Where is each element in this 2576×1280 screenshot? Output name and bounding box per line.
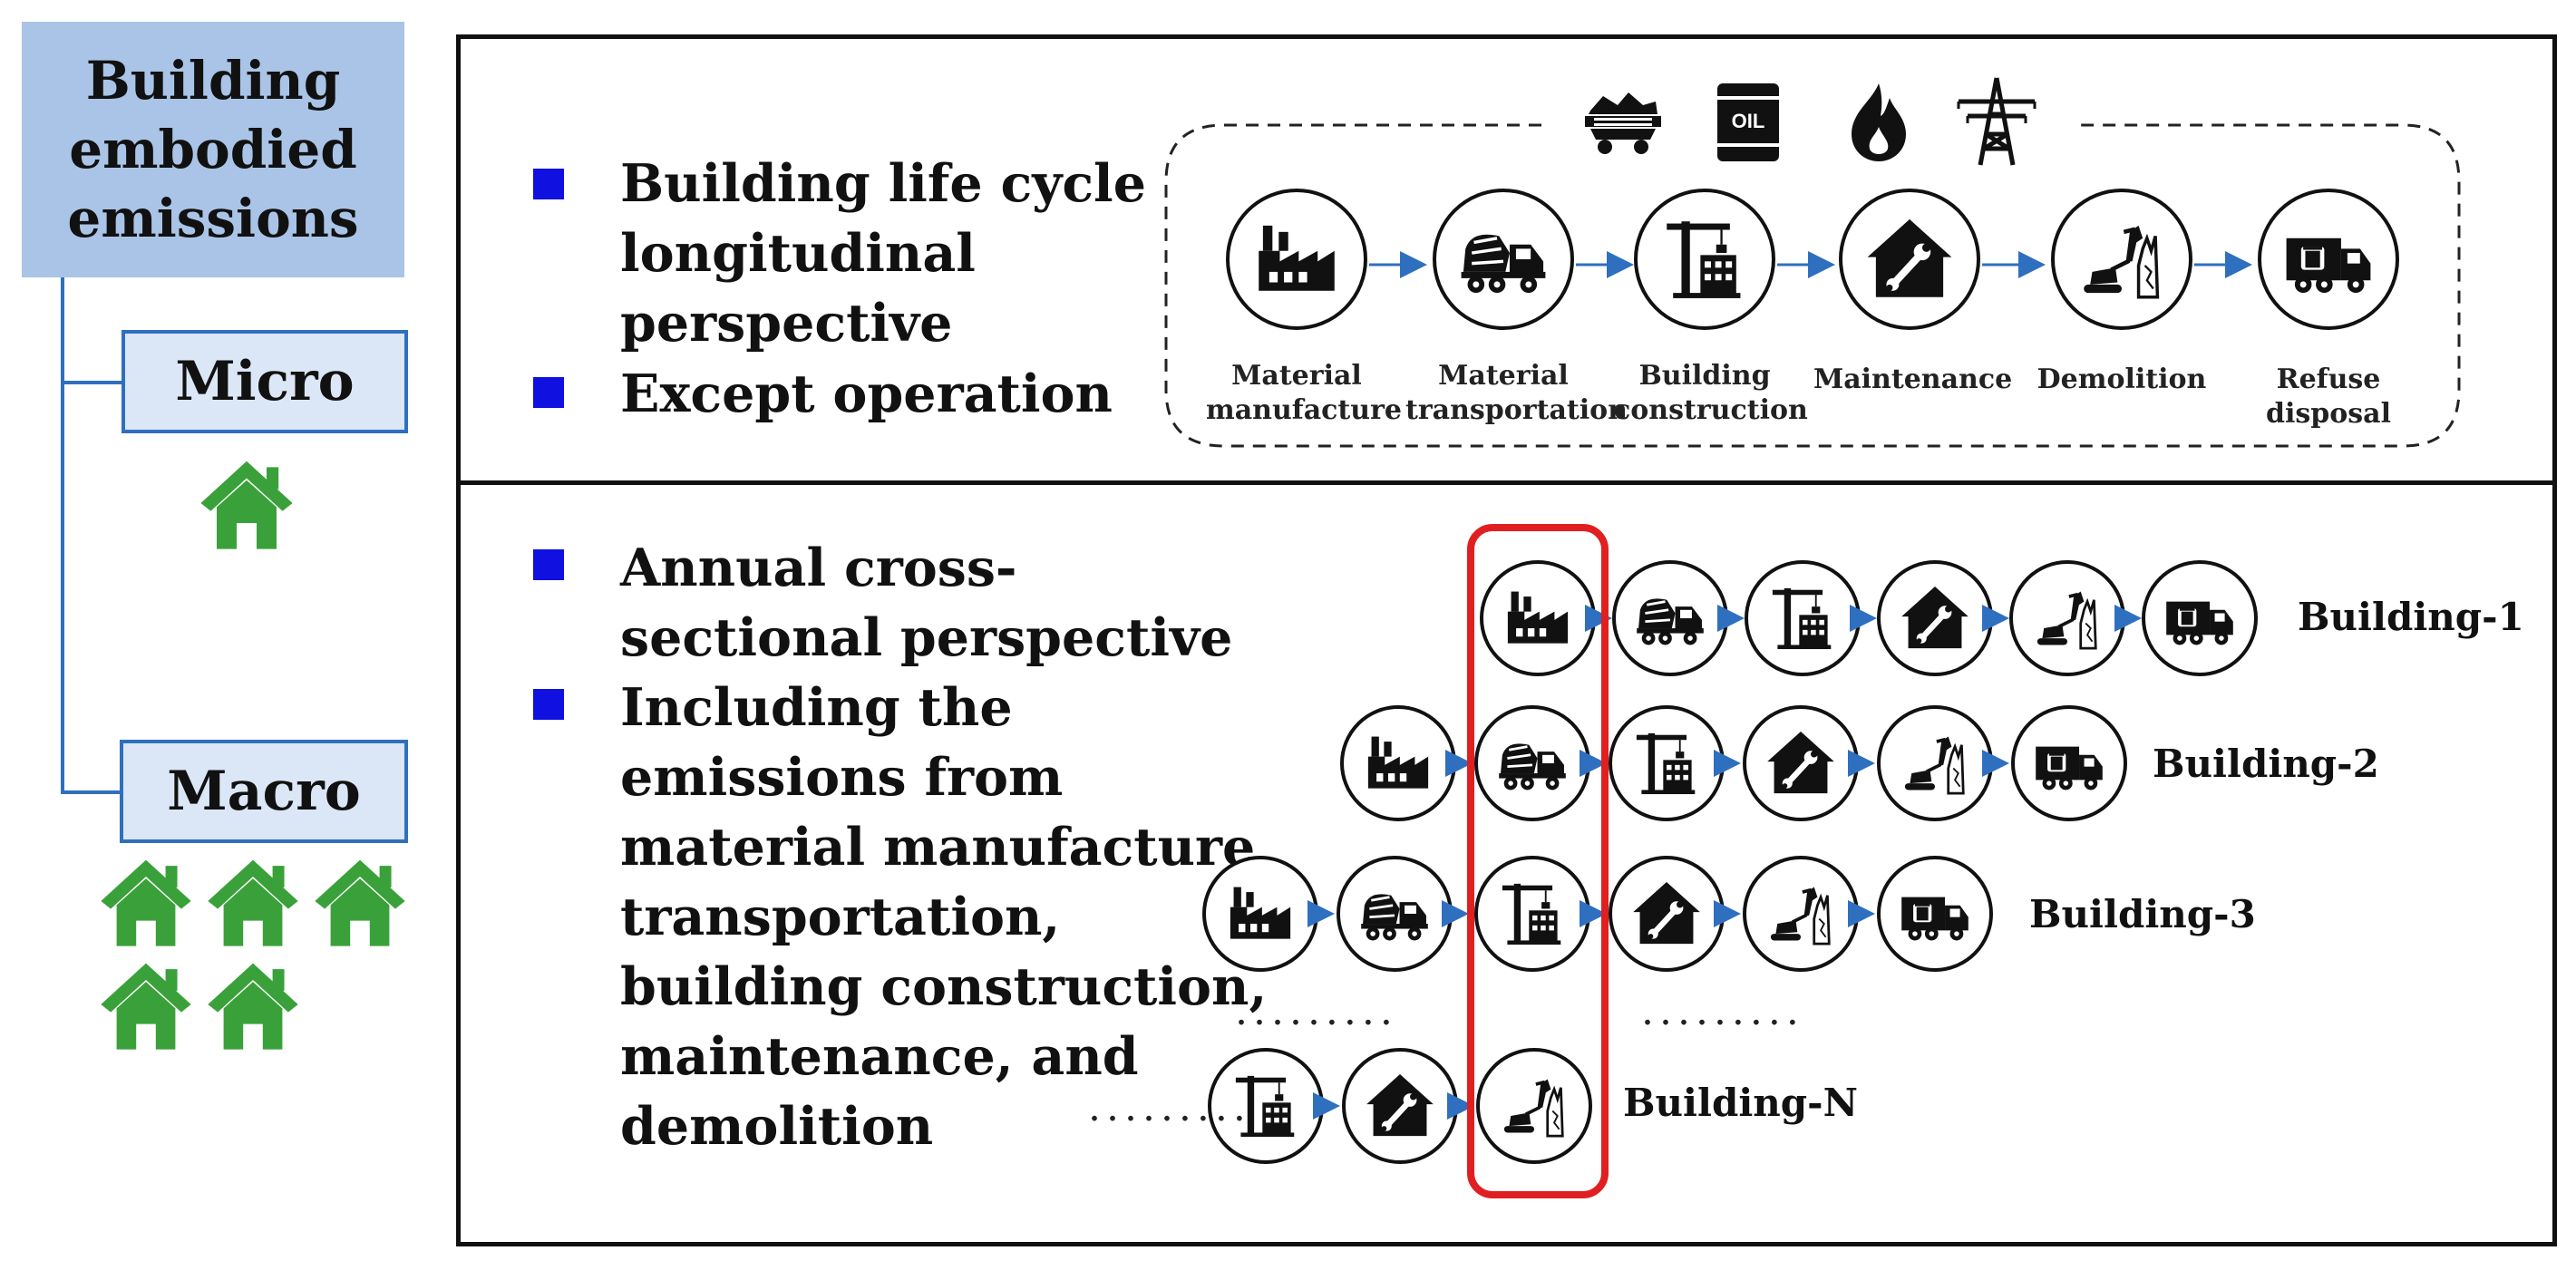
building-3-row [1202,856,1993,972]
building-2-row [1340,705,2127,821]
root-title-line: Building [85,50,341,112]
stage-label-line: transportation [1405,394,1628,426]
bullet-square [533,169,564,199]
stage-house-node [1839,189,1980,330]
flame-icon [1852,83,1906,161]
ellipsis: ......... [1641,988,1804,1034]
stage-label-line: manufacture [1206,394,1402,426]
micro-node: Micro [122,330,408,433]
stage-mixer-node [1433,189,1574,330]
house-icon [208,859,298,946]
annual-highlight-frame [1467,524,1609,1198]
stage-label-line: Maintenance [1813,364,2013,395]
stage-factory-node [1226,189,1367,330]
stage-excavator-node [2051,189,2192,330]
bullet-line: Except operation [620,364,1113,424]
stage-label-line: Building [1638,360,1771,392]
stage-label: Building construction [1614,359,1808,428]
building-rows [1202,560,2258,1164]
stage-label-line: Material [1231,360,1362,392]
bullet-line: sectional perspective [620,607,1233,668]
bullet-line: material manufacture, [620,817,1274,878]
bullet-text: Annual cross- sectional perspective [620,533,1232,673]
lifecycle-dashed-frame [1164,123,2461,448]
building-1-row [1480,560,2258,676]
building-3-label: Building-3 [2029,892,2256,936]
ellipsis: ......... [1235,988,1398,1034]
bullet-line: longitudinal [620,223,976,284]
stage-label: Material transportation [1405,359,1628,428]
stage-label: Maintenance [1813,363,2013,397]
micro-label: Micro [175,350,355,413]
bullet-line: Annual cross- [620,538,1017,598]
stage-label-line: Demolition [2036,364,2207,395]
bullet-line: transportation, [620,887,1061,947]
house-icon [208,963,298,1050]
oil-barrel-icon: OIL [1717,83,1779,161]
bullet-line: Including the [620,677,1013,738]
bullet-square [533,689,564,720]
stage-label: Demolition [2027,363,2216,397]
stage-garbage-node [2258,189,2399,330]
lifecycle-flow [1226,189,2399,330]
stage-label: Material manufacture [1206,359,1402,428]
root-title-line: embodied [69,119,357,180]
ellipsis: ......... [1088,1084,1251,1130]
multi-house-icon [92,852,415,1061]
power-tower-icon [1957,77,2036,166]
building-n-row [1208,1048,1592,1164]
bullet-line: perspective [620,293,953,354]
bullet-square [533,549,564,580]
bullet-line: emissions from [620,747,1064,808]
macro-label: Macro [167,760,361,823]
tree-trunk-line [61,277,64,794]
bullet-text: Except operation [620,359,1113,429]
building-n-label: Building-N [1623,1081,1858,1125]
root-node: Building embodied emissions [22,22,404,277]
stage-label: Refuse disposal [2212,363,2445,432]
bullet-text: Including the emissions from material ma… [620,673,1273,1161]
bullet-text: Building life cycle longitudinal perspec… [620,149,1146,358]
stage-label-line: Material [1438,360,1569,392]
tree-branch-macro [61,790,124,794]
root-title-line: emissions [67,188,359,249]
single-house-icon [200,461,293,549]
building-1-label: Building-1 [2298,595,2524,639]
house-icon [101,859,191,946]
bullet-square [533,377,564,408]
macro-node: Macro [120,740,408,843]
stage-label-line: construction [1614,394,1808,426]
stage-label-line: Refuse disposal [2266,364,2391,430]
bullet-line: Building life cycle [620,153,1146,214]
house-icon [315,859,405,946]
bullet-line: maintenance, and [620,1026,1139,1087]
tree-branch-micro [61,381,124,384]
house-icon [101,963,191,1050]
coal-cart-icon [1585,92,1661,154]
bullet-line: building construction, [620,956,1268,1017]
bullet-line: demolition [620,1096,934,1157]
oil-label: OIL [1732,110,1765,132]
stage-crane-node [1634,189,1775,330]
building-2-label: Building-2 [2153,742,2379,786]
